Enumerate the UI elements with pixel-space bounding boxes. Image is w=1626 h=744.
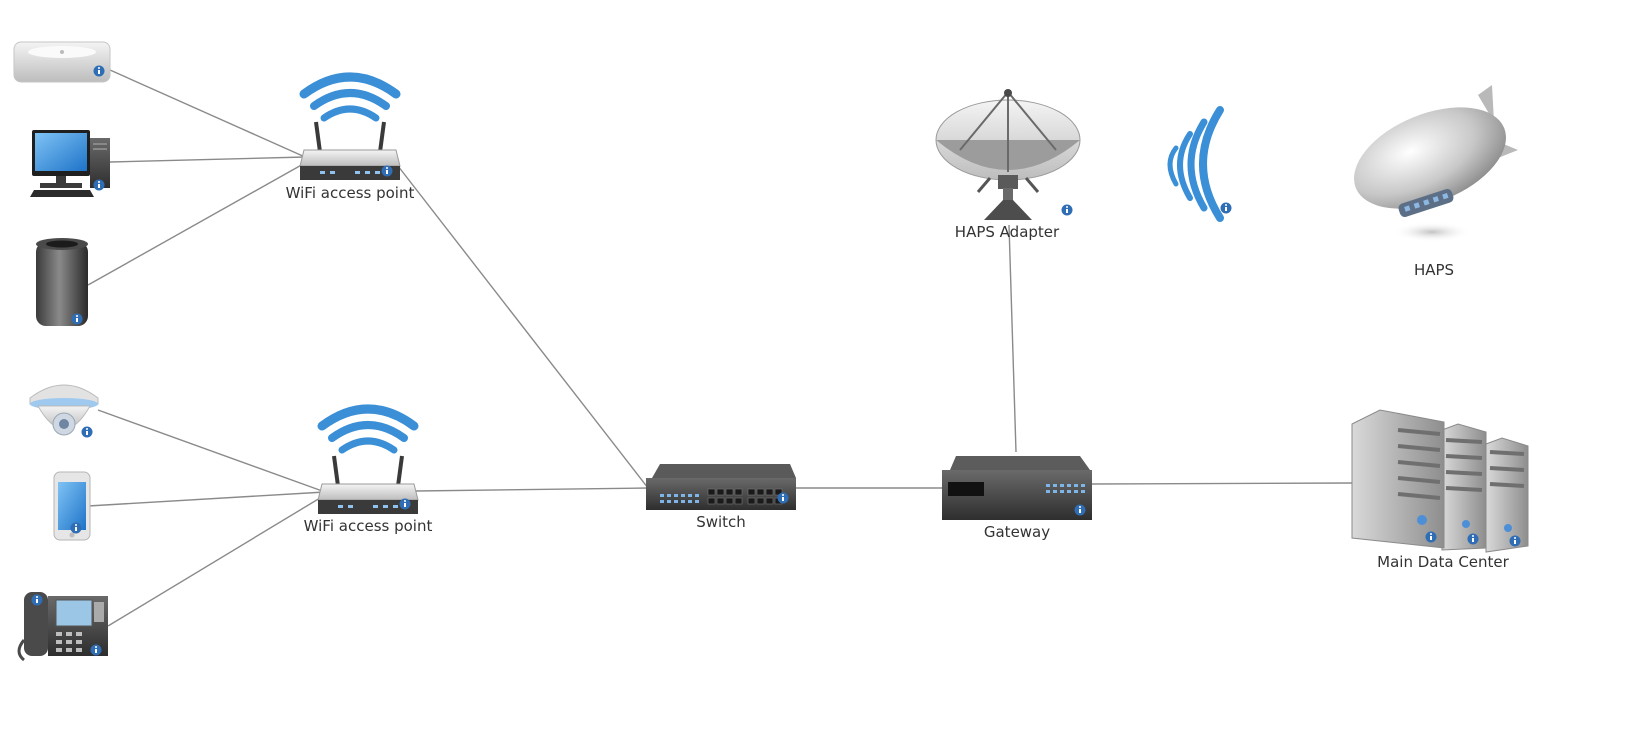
info-icon: [1220, 202, 1232, 214]
info-icon: [70, 522, 82, 534]
info-icons: [31, 65, 1521, 656]
link-phone-ap2: [87, 491, 326, 507]
info-icon: [399, 498, 411, 510]
label-wifi-access-point-bottom: WiFi access point: [303, 517, 433, 535]
info-icon: [93, 65, 105, 77]
info-icon: [1425, 531, 1437, 543]
label-haps: HAPS: [1413, 261, 1455, 279]
link-gateway-datacenter: [1091, 482, 1353, 485]
info-icon: [1467, 533, 1479, 545]
link-macmini-ap1: [109, 69, 306, 158]
mac-mini-icon: [13, 41, 111, 83]
info-icon: [381, 165, 393, 177]
link-camera-ap2: [97, 409, 326, 493]
label-wifi-access-point-top: WiFi access point: [285, 184, 415, 202]
info-icon: [1074, 504, 1086, 516]
info-icon: [777, 492, 789, 504]
radio-wave-icon: [1167, 106, 1224, 222]
info-icon: [81, 426, 93, 438]
desktop-computer-icon: [30, 130, 110, 197]
link-ap2-switch: [415, 487, 649, 492]
connections: [87, 69, 1353, 627]
link-gateway-adapter: [1008, 224, 1017, 453]
network-switch-icon: [646, 464, 796, 510]
label-main-data-center: Main Data Center: [1377, 553, 1509, 571]
info-icon: [1061, 204, 1073, 216]
label-haps-adapter: HAPS Adapter: [954, 223, 1060, 241]
info-icon: [1509, 535, 1521, 547]
ip-phone-icon: [17, 592, 108, 662]
server-rack-icon: [1351, 409, 1529, 553]
info-icon: [71, 313, 83, 325]
gateway-icon: [942, 456, 1092, 520]
info-icon: [31, 594, 43, 606]
label-switch: Switch: [696, 513, 746, 531]
info-icon: [90, 644, 102, 656]
info-icon: [93, 179, 105, 191]
wifi-router-icon-top: [299, 72, 401, 180]
satellite-dish-icon: [935, 89, 1081, 220]
smartphone-icon: [53, 471, 91, 541]
label-gateway: Gateway: [983, 523, 1051, 541]
link-ap1-switch: [397, 165, 649, 489]
airship-icon: [1354, 85, 1518, 242]
link-macpro-ap1: [87, 162, 306, 286]
link-desktop-ap1: [109, 156, 306, 163]
dome-camera-icon: [29, 384, 99, 436]
wifi-router-icon-bottom: [317, 404, 419, 514]
mac-pro-icon: [36, 238, 88, 326]
link-ipphone-ap2: [107, 494, 326, 627]
